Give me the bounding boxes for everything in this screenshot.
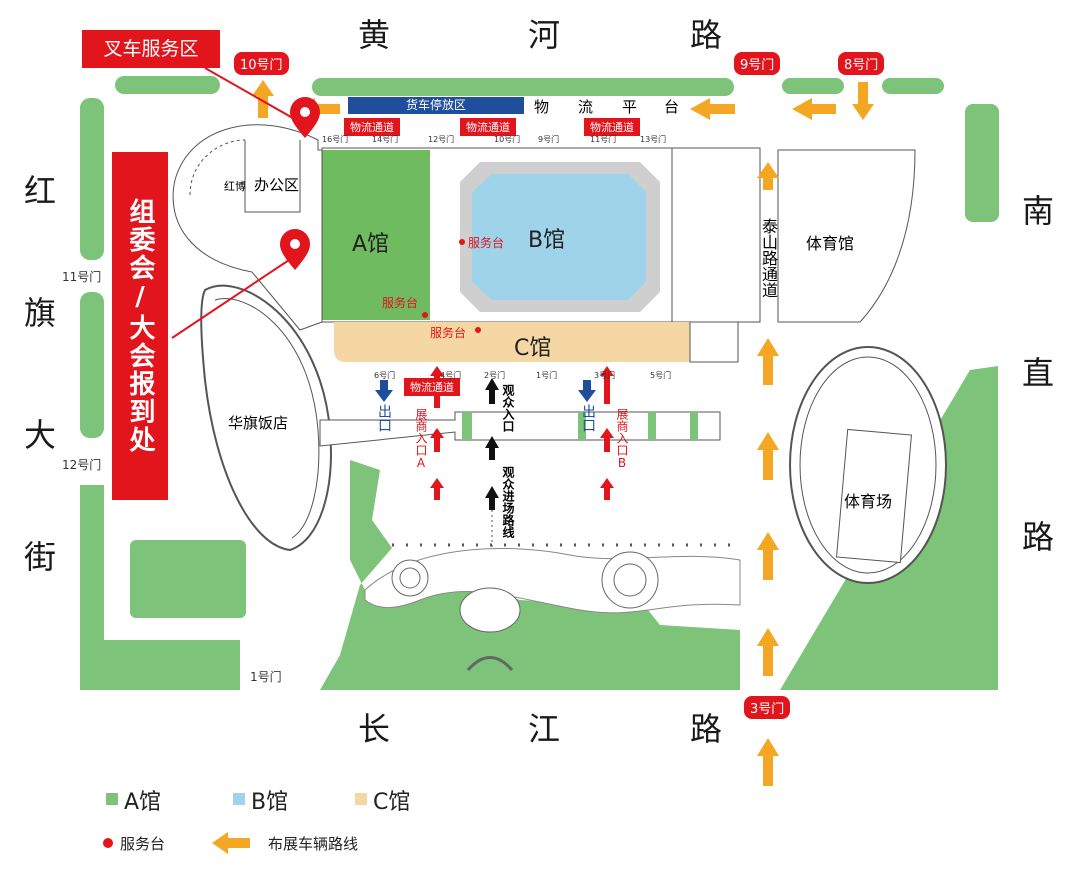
fountain — [459, 587, 521, 633]
logistics-platform-4: 台 — [664, 98, 680, 116]
small-gate-13: 13号门 — [640, 135, 667, 144]
green-lot — [130, 540, 246, 618]
road-east-3: 路 — [1022, 518, 1055, 556]
road-west-1: 红 — [24, 172, 57, 210]
hotel-label: 华旗饭店 — [228, 414, 289, 432]
hall-a-label: A馆 — [352, 232, 390, 257]
green-west-bottom — [80, 485, 240, 690]
pin-committee — [280, 229, 310, 270]
small-gate-11: 11号门 — [590, 135, 617, 144]
exit-right: 出口 — [580, 404, 596, 432]
legend-a-label: A馆 — [124, 790, 162, 815]
road-north-1: 黄 — [358, 16, 391, 54]
pin-forklift — [290, 97, 320, 138]
service-dot-c — [475, 327, 481, 333]
green-strip-west2 — [80, 292, 104, 438]
gate-8: 8号门 — [838, 52, 885, 75]
legend-b: B馆 — [251, 784, 288, 816]
forklift-area-label: 叉车服务区 — [82, 30, 220, 68]
green-strip-top-right1 — [782, 78, 844, 94]
service-dot-b — [459, 239, 465, 245]
legend-c: C馆 — [373, 784, 410, 816]
gate-9: 9号门 — [734, 52, 781, 75]
hall-a — [322, 150, 430, 320]
legend-service: 服务台 — [120, 833, 165, 854]
small-gate-6: 6号门 — [374, 371, 396, 380]
road-south-2: 江 — [528, 710, 561, 748]
green-strip-west1 — [80, 98, 104, 260]
gate-1: 1号门 — [250, 670, 282, 684]
truck-parking-label: 货车停放区 — [405, 98, 466, 112]
legend-c-label: C馆 — [373, 790, 411, 815]
legend-route: 布展车辆路线 — [268, 833, 358, 854]
green-strip-top-left — [115, 76, 220, 94]
small-gate-3: 3号门 — [594, 371, 616, 380]
taishan-label: 泰山路通道 — [759, 218, 778, 298]
hotel-building — [200, 284, 332, 552]
audience-route: 观众进场路线 — [501, 466, 515, 538]
legend-route-label: 布展车辆路线 — [268, 835, 359, 853]
gate-3: 3号门 — [744, 696, 791, 719]
audience-entrance: 观众入口 — [501, 384, 515, 432]
legend-service-label: 服务台 — [120, 835, 166, 853]
gate-12: 12号门 — [62, 458, 102, 472]
logistics-channel-2: 物流通道 — [460, 118, 516, 136]
gate-11: 11号门 — [62, 270, 102, 284]
small-gate-9: 9号门 — [538, 135, 560, 144]
green-south-mid — [320, 460, 740, 690]
service-desk-b: 服务台 — [468, 236, 505, 250]
exit-left: 出口 — [376, 404, 392, 432]
gate-10: 10号门 — [234, 52, 289, 75]
east-block — [671, 147, 761, 323]
logistics-platform-2: 流 — [578, 98, 594, 116]
small-gate-12: 12号门 — [428, 135, 455, 144]
arch — [466, 656, 514, 672]
green-east-inner — [820, 560, 960, 690]
gym-building — [777, 149, 916, 323]
exhibitor-entrance-a: 展商入口A — [414, 408, 428, 470]
legend-a: A馆 — [124, 784, 161, 816]
committee-label: 组委会/大会报到处 — [112, 152, 168, 500]
logistics-platform-1: 物 — [534, 98, 550, 116]
hall-c-label: C馆 — [514, 336, 552, 361]
legend-b-label: B馆 — [251, 790, 289, 815]
service-desk-c: 服务台 — [430, 326, 467, 340]
road-west-4: 街 — [24, 538, 57, 576]
logistics-channel-1: 物流通道 — [344, 118, 400, 136]
logistics-platform-3: 平 — [622, 98, 638, 116]
hongbo-label: 红博 — [224, 180, 246, 193]
small-gate-10: 10号门 — [494, 135, 521, 144]
road-west-2: 旗 — [24, 294, 57, 332]
road-east-1: 南 — [1022, 192, 1055, 230]
gym-label: 体育馆 — [806, 234, 855, 253]
small-gate-4: 4号门 — [440, 371, 462, 380]
road-north-3: 路 — [690, 16, 723, 54]
truck-parking-bar — [348, 97, 524, 114]
service-desk-a: 服务台 — [382, 296, 419, 310]
green-strip-east-top — [965, 104, 999, 222]
small-gate-14: 14号门 — [372, 135, 399, 144]
service-dot-a — [422, 312, 428, 318]
small-gate-16: 16号门 — [322, 135, 349, 144]
road-east-2: 直 — [1022, 354, 1055, 392]
hall-c — [334, 322, 690, 362]
office-label: 办公区 — [254, 176, 300, 194]
green-strip-top-right2 — [882, 78, 944, 94]
road-north-2: 河 — [528, 16, 561, 54]
exhibitor-entrance-b: 展商入口B — [615, 408, 629, 470]
office-building — [172, 124, 323, 331]
small-gate-5: 5号门 — [650, 371, 672, 380]
road-south-1: 长 — [358, 710, 391, 748]
green-strip-top-mid — [312, 78, 734, 96]
small-gate-1b: 1号门 — [536, 371, 558, 380]
logistics-channel-4: 物流通道 — [404, 378, 460, 396]
road-west-3: 大 — [24, 416, 57, 454]
road-south-3: 路 — [690, 710, 723, 748]
hall-b-label: B馆 — [528, 228, 566, 253]
small-gate-2: 2号门 — [484, 371, 506, 380]
hall-b — [472, 174, 646, 300]
stadium-label: 体育场 — [844, 492, 893, 511]
logistics-channel-3: 物流通道 — [584, 118, 640, 136]
